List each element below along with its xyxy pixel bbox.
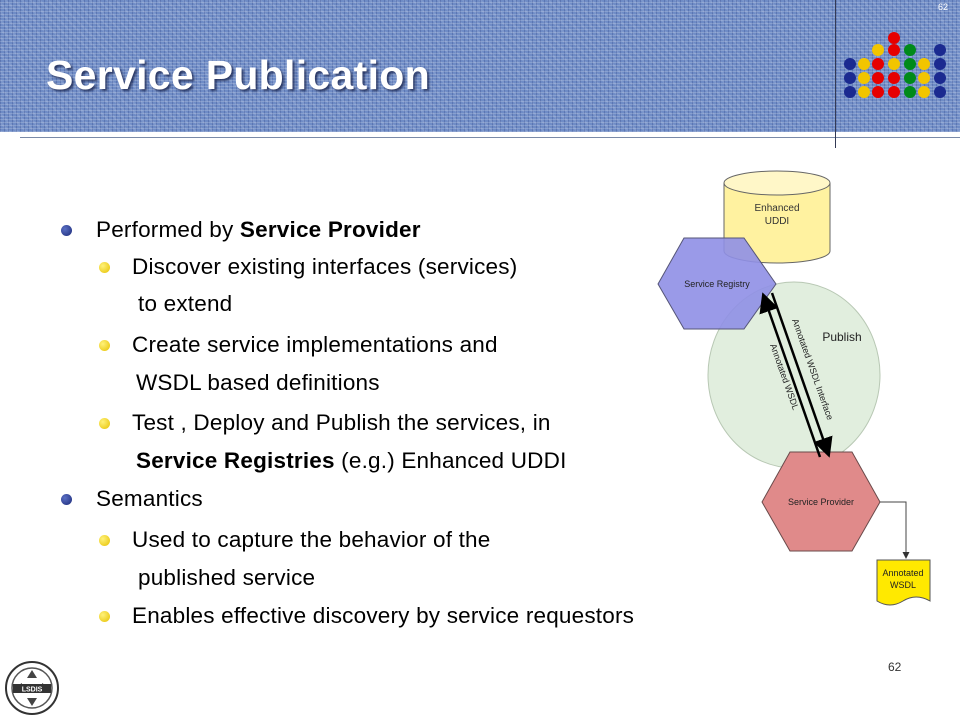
publish-circle: Publish: [707, 281, 881, 469]
decorative-dot: [888, 58, 900, 70]
bullet-text: Enables effective discovery by service r…: [132, 603, 635, 628]
bullet-text: Semantics: [96, 486, 203, 511]
decorative-dot: [872, 44, 884, 56]
bullet-text: Performed by: [96, 217, 240, 242]
decorative-dot: [872, 72, 884, 84]
bullet-text-line: WSDL based definitions: [136, 370, 380, 396]
corner-slide-number: 62: [938, 2, 949, 12]
publish-arrow-up: [759, 292, 822, 458]
bullet-text-line: Test , Deploy and Publish the services, …: [132, 410, 551, 436]
bullet-emphasis: Service Registries: [136, 448, 335, 473]
bullet-level2-dot: [99, 262, 110, 273]
publication-diagram: Enhanced UDDI Publish Service Registry S…: [657, 170, 931, 606]
bullet-level2-dot: [99, 535, 110, 546]
decorative-dot-grid: [844, 32, 946, 98]
decorative-dot: [858, 86, 870, 98]
bullet-text-line: Used to capture the behavior of the: [132, 527, 490, 553]
bullet-level1-dot: [61, 225, 72, 236]
bullet-text: published service: [138, 565, 316, 590]
bullet-text: WSDL based definitions: [136, 370, 380, 395]
bullet-text: to extend: [138, 291, 233, 316]
page-number: 62: [888, 660, 902, 674]
bullet-text: Discover existing interfaces (services): [132, 254, 518, 279]
decorative-dot: [858, 58, 870, 70]
decorative-dot: [888, 72, 900, 84]
decorative-dot: [858, 72, 870, 84]
decorative-dot: [872, 86, 884, 98]
service-registry-label: Service Registry: [684, 279, 750, 289]
header-divider: [20, 137, 960, 138]
decorative-dot: [918, 86, 930, 98]
decorative-dot: [888, 86, 900, 98]
decorative-dot: [934, 72, 946, 84]
bullet-text: (e.g.) Enhanced UDDI: [334, 448, 567, 473]
slide-title: Service Publication: [46, 52, 430, 98]
decorative-dot: [934, 86, 946, 98]
bullet-level1-dot: [61, 494, 72, 505]
decorative-dot: [888, 44, 900, 56]
decorative-dot: [904, 58, 916, 70]
enhanced-uddi-database: Enhanced UDDI: [723, 170, 831, 264]
decorative-dot: [844, 58, 856, 70]
bullet-level2-dot: [99, 340, 110, 351]
decorative-dot: [844, 72, 856, 84]
decorative-dot: [872, 58, 884, 70]
publish-label: Publish: [822, 330, 861, 344]
service-provider-label: Service Provider: [788, 497, 854, 507]
decorative-dot: [844, 86, 856, 98]
bullet-level2-dot: [99, 418, 110, 429]
service-registry-hexagon: Service Registry: [657, 237, 777, 330]
bullet-text: Used to capture the behavior of the: [132, 527, 491, 552]
bullet-text-line: Enables effective discovery by service r…: [132, 603, 634, 629]
document-connector: [880, 501, 910, 559]
bullet-text-line: Semantics: [96, 486, 203, 512]
uddi-label-line1: Enhanced: [754, 203, 799, 214]
header-band: [0, 0, 960, 132]
bullet-text-line: Create service implementations and: [132, 332, 498, 358]
header-vertical-divider: [835, 0, 836, 148]
bullet-text-line: Service Registries (e.g.) Enhanced UDDI: [136, 448, 567, 474]
decorative-dot: [918, 72, 930, 84]
uddi-label-line2: UDDI: [765, 216, 789, 227]
bullet-text-line: Discover existing interfaces (services): [132, 254, 517, 280]
decorative-dot: [904, 44, 916, 56]
decorative-dot: [918, 58, 930, 70]
bullet-text-line: Performed by Service Provider: [96, 217, 421, 243]
decorative-dot: [904, 86, 916, 98]
bullet-emphasis: Service Provider: [239, 217, 421, 242]
bullet-level2-dot: [99, 611, 110, 622]
bullet-text: Test , Deploy and Publish the services, …: [132, 410, 551, 435]
decorative-dot: [888, 32, 900, 44]
lsdis-logo-icon: LSDIS: [5, 661, 59, 715]
decorative-dot: [904, 72, 916, 84]
document-label-line2: WSDL: [890, 580, 916, 590]
bullet-text: Create service implementations and: [132, 332, 498, 357]
bullet-text-line: to extend: [138, 291, 232, 317]
annotated-wsdl-document: Annotated WSDL: [876, 559, 931, 606]
document-label-line1: Annotated: [882, 568, 923, 578]
publish-arrow-down: [770, 292, 833, 458]
logo-text: LSDIS: [22, 687, 43, 694]
bullet-text-line: published service: [138, 565, 315, 591]
decorative-dot: [934, 58, 946, 70]
service-provider-hexagon: Service Provider: [761, 451, 881, 552]
decorative-dot: [934, 44, 946, 56]
